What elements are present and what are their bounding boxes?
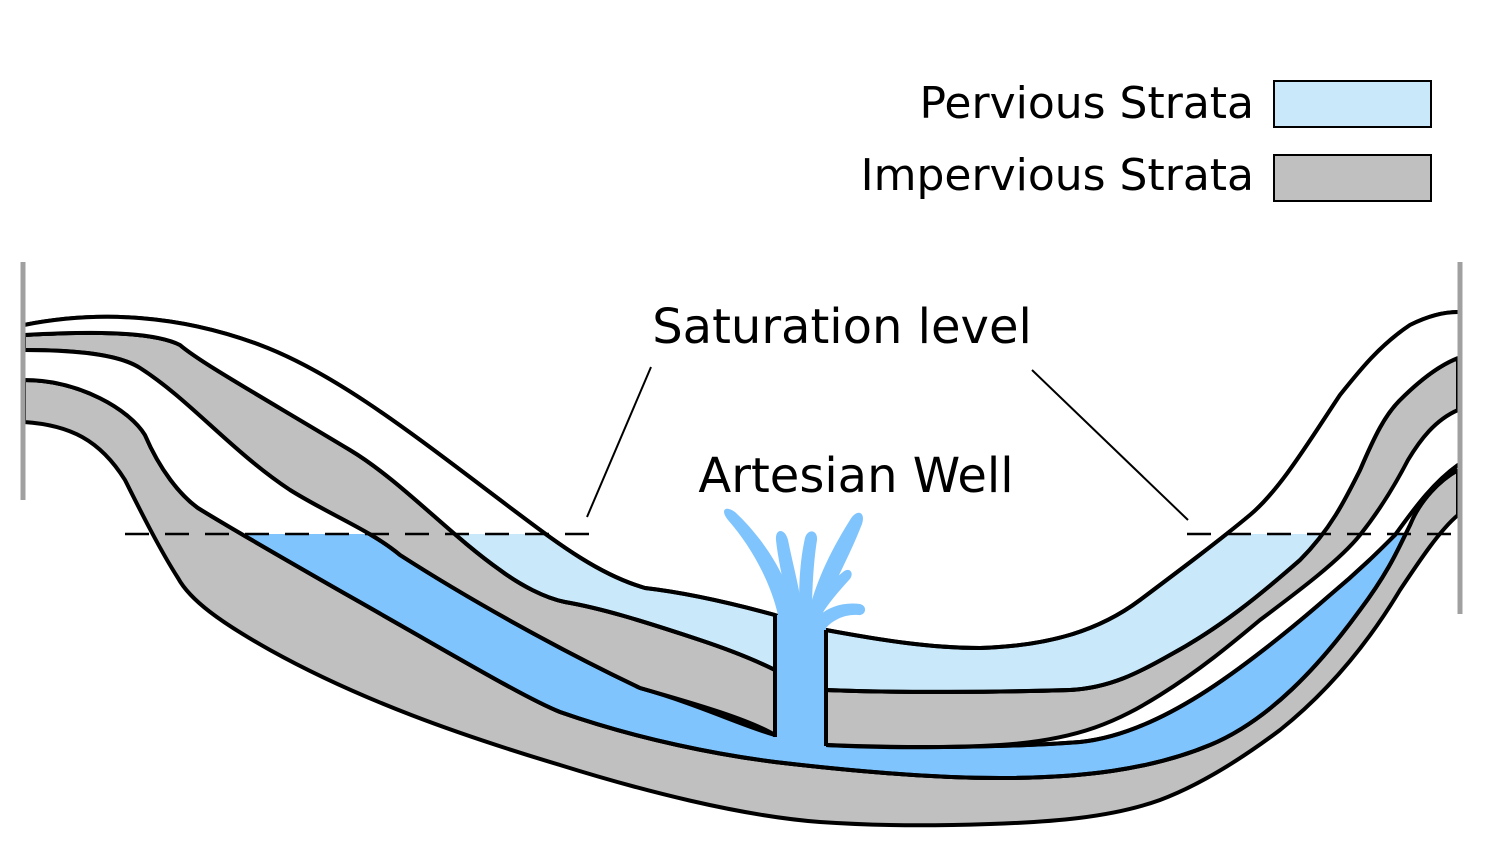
leader-line-right	[1031, 369, 1189, 521]
legend-label-pervious-strata: Pervious Strata	[919, 78, 1254, 129]
saturation-level-label: Saturation level	[652, 299, 1032, 355]
legend: Pervious Strata Impervious Strata	[861, 78, 1432, 202]
artesian-well	[724, 508, 866, 755]
plume-far-left	[724, 508, 795, 615]
artesian-well-label: Artesian Well	[698, 448, 1013, 504]
plume-far-right	[820, 603, 866, 628]
saturation-callout-leaders	[586, 366, 1189, 521]
well-shaft	[775, 615, 826, 755]
legend-label-impervious-strata: Impervious Strata	[861, 150, 1254, 201]
leader-line-left	[586, 366, 652, 518]
legend-swatch-impervious-strata	[1273, 154, 1432, 202]
plume-left	[775, 531, 803, 615]
plume-center	[799, 531, 818, 615]
plume-right	[808, 512, 863, 615]
fountain-plumes	[724, 508, 866, 628]
strata-cross-section	[22, 310, 1460, 828]
impervious-upper-top-outline	[23, 330, 1459, 694]
legend-swatch-pervious-strata	[1273, 80, 1432, 128]
aquifer-bottom-outline	[23, 378, 1459, 780]
plume-mid-right	[812, 569, 852, 614]
pervious-layer-top-outline	[23, 310, 1459, 650]
